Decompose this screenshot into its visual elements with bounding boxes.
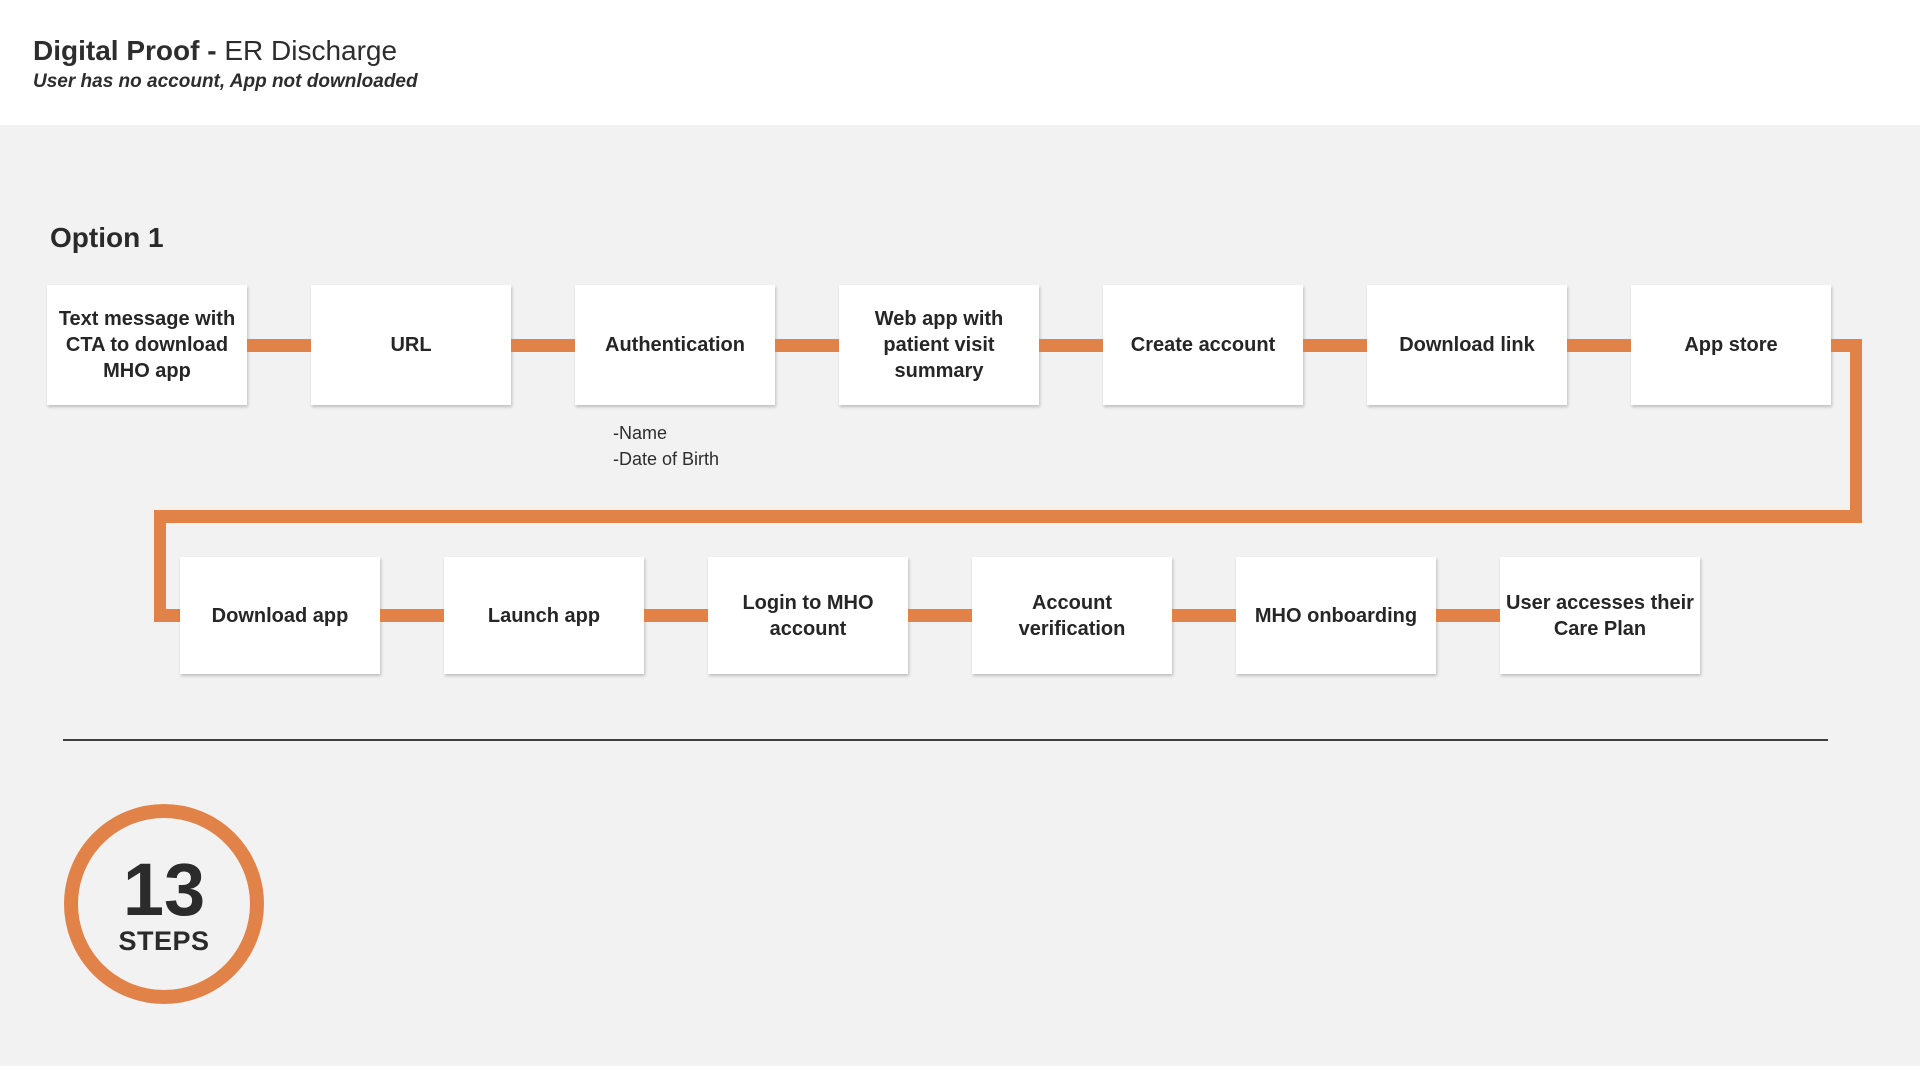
step-create-account: Create account	[1103, 285, 1303, 405]
page-title: Digital Proof - ER Discharge	[33, 36, 397, 66]
step-launch-app: Launch app	[444, 557, 644, 674]
connector-wrap-stub-left	[154, 609, 180, 622]
connector-wrap-horizontal	[154, 510, 1862, 523]
steps-count-badge: 13 STEPS	[64, 804, 264, 1004]
step-account-verification: Account verification	[972, 557, 1172, 674]
option-heading: Option 1	[50, 222, 164, 253]
connector-row2-2	[644, 609, 708, 622]
connector-wrap-vertical-left	[154, 510, 166, 622]
page-title-regular: ER Discharge	[224, 35, 398, 66]
connector-row2-5	[1436, 609, 1500, 622]
page-title-bold: Digital Proof -	[33, 35, 217, 66]
connector-row1-4	[1039, 339, 1103, 352]
connector-wrap-vertical-right	[1850, 339, 1862, 523]
step-download-link: Download link	[1367, 285, 1567, 405]
step-app-store: App store	[1631, 285, 1831, 405]
header-band: Digital Proof - ER Discharge User has no…	[0, 0, 1920, 125]
step-url: URL	[311, 285, 511, 405]
connector-row1-3	[775, 339, 839, 352]
step-web-app-summary: Web app with patient visit summary	[839, 285, 1039, 405]
steps-count-number: 13	[122, 848, 206, 931]
connector-row2-3	[908, 609, 972, 622]
step-text-message-cta: Text message with CTA to download MHO ap…	[47, 285, 247, 405]
connector-row1-6	[1567, 339, 1631, 352]
footer-band	[0, 1066, 1920, 1080]
step-authentication: Authentication	[575, 285, 775, 405]
section-divider	[63, 739, 1828, 741]
step-login-mho-account: Login to MHO account	[708, 557, 908, 674]
connector-row2-1	[380, 609, 444, 622]
steps-count-label: STEPS	[118, 926, 210, 956]
step-mho-onboarding: MHO onboarding	[1236, 557, 1436, 674]
authentication-note-line1: -Name	[613, 423, 668, 443]
authentication-note: -Name -Date of Birth	[613, 420, 719, 472]
step-download-app: Download app	[180, 557, 380, 674]
authentication-note-line2: -Date of Birth	[613, 449, 720, 469]
page-subtitle: User has no account, App not downloaded	[33, 71, 418, 92]
connector-row2-4	[1172, 609, 1236, 622]
connector-row1-2	[511, 339, 575, 352]
connector-row1-1	[247, 339, 311, 352]
step-user-care-plan: User accesses their Care Plan	[1500, 557, 1700, 674]
connector-row1-5	[1303, 339, 1367, 352]
